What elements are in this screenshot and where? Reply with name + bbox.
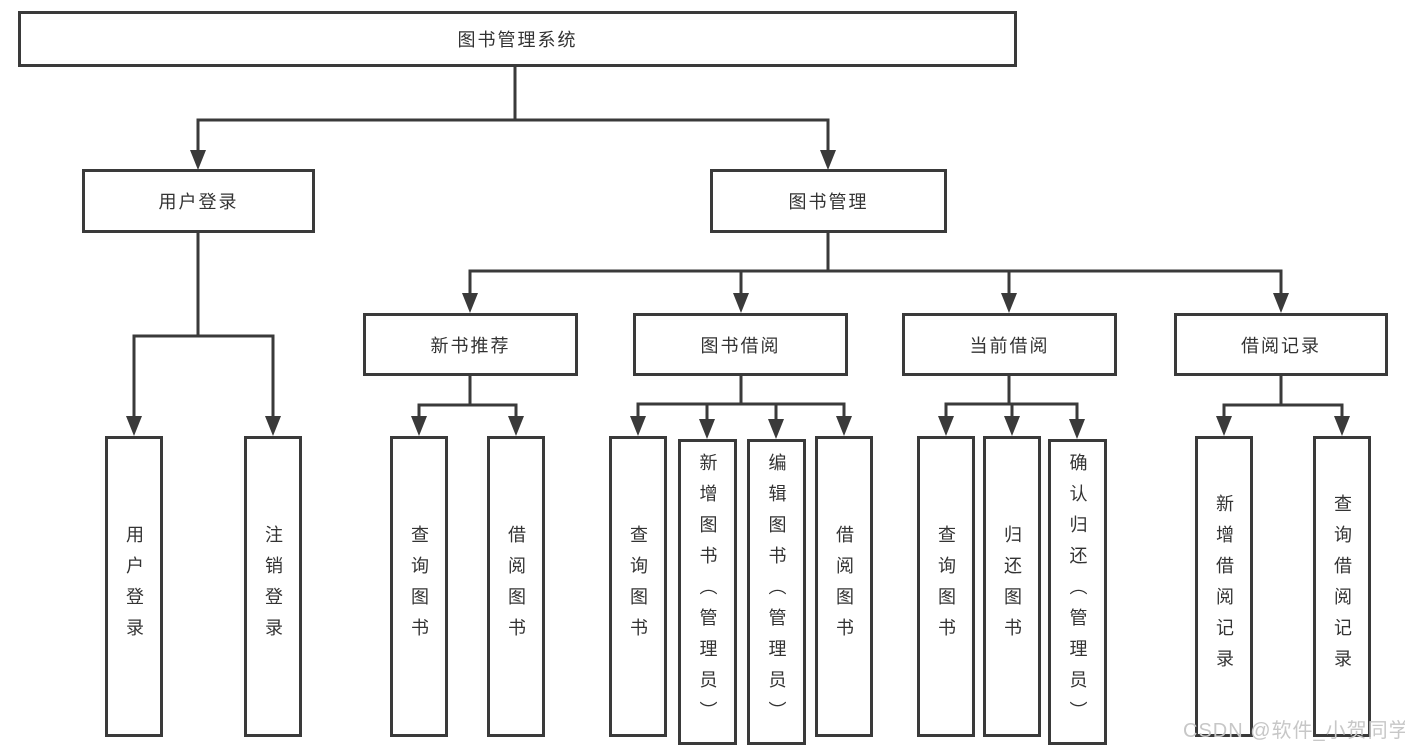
arrow-head-icon <box>126 416 142 436</box>
arrow-head-icon <box>411 416 427 436</box>
arrow-head-icon <box>1273 293 1289 313</box>
node-leaf-edit-book-admin-label: 编辑图书（管理员） <box>766 452 787 732</box>
arrow-head-icon <box>508 416 524 436</box>
arrow-head-icon <box>768 419 784 439</box>
node-leaf-logout: 注销登录 <box>244 436 302 737</box>
node-leaf-user-login: 用户登录 <box>105 436 163 737</box>
node-leaf-logout-label: 注销登录 <box>263 524 283 649</box>
arrow-head-icon <box>265 416 281 436</box>
node-leaf-query-books-borrowing: 查询图书 <box>609 436 667 737</box>
node-leaf-borrow-books-borrowing-label: 借阅图书 <box>834 524 854 649</box>
node-root-label: 图书管理系统 <box>457 30 578 50</box>
node-leaf-borrow-books-borrowing: 借阅图书 <box>815 436 873 737</box>
node-leaf-return-book: 归还图书 <box>983 436 1041 737</box>
node-current-borrowing-label: 当前借阅 <box>969 335 1050 356</box>
node-book-borrowing-label: 图书借阅 <box>700 335 781 356</box>
node-leaf-query-books-recommend-label: 查询图书 <box>409 524 429 649</box>
node-book-borrowing: 图书借阅 <box>633 313 848 376</box>
node-book-management-label: 图书管理 <box>788 192 869 212</box>
node-leaf-confirm-return-admin: 确认归还（管理员） <box>1048 439 1107 745</box>
arrow-head-icon <box>938 416 954 436</box>
arrow-head-icon <box>733 293 749 313</box>
node-new-book-recommend-label: 新书推荐 <box>430 335 511 356</box>
arrow-head-icon <box>699 419 715 439</box>
node-new-book-recommend: 新书推荐 <box>363 313 578 376</box>
arrow-head-icon <box>1334 416 1350 436</box>
arrow-head-icon <box>1069 419 1085 439</box>
node-current-borrowing: 当前借阅 <box>902 313 1117 376</box>
arrow-head-icon <box>820 150 836 170</box>
node-borrowing-records-label: 借阅记录 <box>1241 335 1321 356</box>
arrow-head-icon <box>1216 416 1232 436</box>
node-leaf-add-book-admin-label: 新增图书（管理员） <box>697 452 718 732</box>
arrow-head-icon <box>630 416 646 436</box>
node-leaf-confirm-return-admin-label: 确认归还（管理员） <box>1067 452 1088 732</box>
node-user-login-label: 用户登录 <box>158 192 239 212</box>
node-leaf-borrow-books-recommend: 借阅图书 <box>487 436 545 737</box>
node-leaf-edit-book-admin: 编辑图书（管理员） <box>747 439 806 745</box>
node-leaf-return-book-label: 归还图书 <box>1002 524 1022 649</box>
node-borrowing-records: 借阅记录 <box>1174 313 1388 376</box>
node-leaf-query-books-current: 查询图书 <box>917 436 975 737</box>
node-leaf-add-book-admin: 新增图书（管理员） <box>678 439 737 745</box>
connector-group <box>126 67 1350 439</box>
node-leaf-borrow-books-recommend-label: 借阅图书 <box>506 524 526 649</box>
node-leaf-query-borrow-record: 查询借阅记录 <box>1313 436 1371 737</box>
node-leaf-query-borrow-record-label: 查询借阅记录 <box>1332 493 1352 680</box>
arrow-head-icon <box>1001 293 1017 313</box>
arrow-head-icon <box>1004 416 1020 436</box>
node-root: 图书管理系统 <box>18 11 1017 67</box>
node-leaf-add-borrow-record: 新增借阅记录 <box>1195 436 1253 737</box>
node-book-management: 图书管理 <box>710 169 947 233</box>
node-leaf-user-login-label: 用户登录 <box>124 524 144 649</box>
node-leaf-query-books-borrowing-label: 查询图书 <box>628 524 648 649</box>
node-user-login: 用户登录 <box>82 169 315 233</box>
node-leaf-add-borrow-record-label: 新增借阅记录 <box>1214 493 1234 680</box>
arrow-head-icon <box>190 150 206 170</box>
node-leaf-query-books-recommend: 查询图书 <box>390 436 448 737</box>
arrow-head-icon <box>836 416 852 436</box>
node-leaf-query-books-current-label: 查询图书 <box>936 524 956 649</box>
arrow-head-icon <box>462 293 478 313</box>
